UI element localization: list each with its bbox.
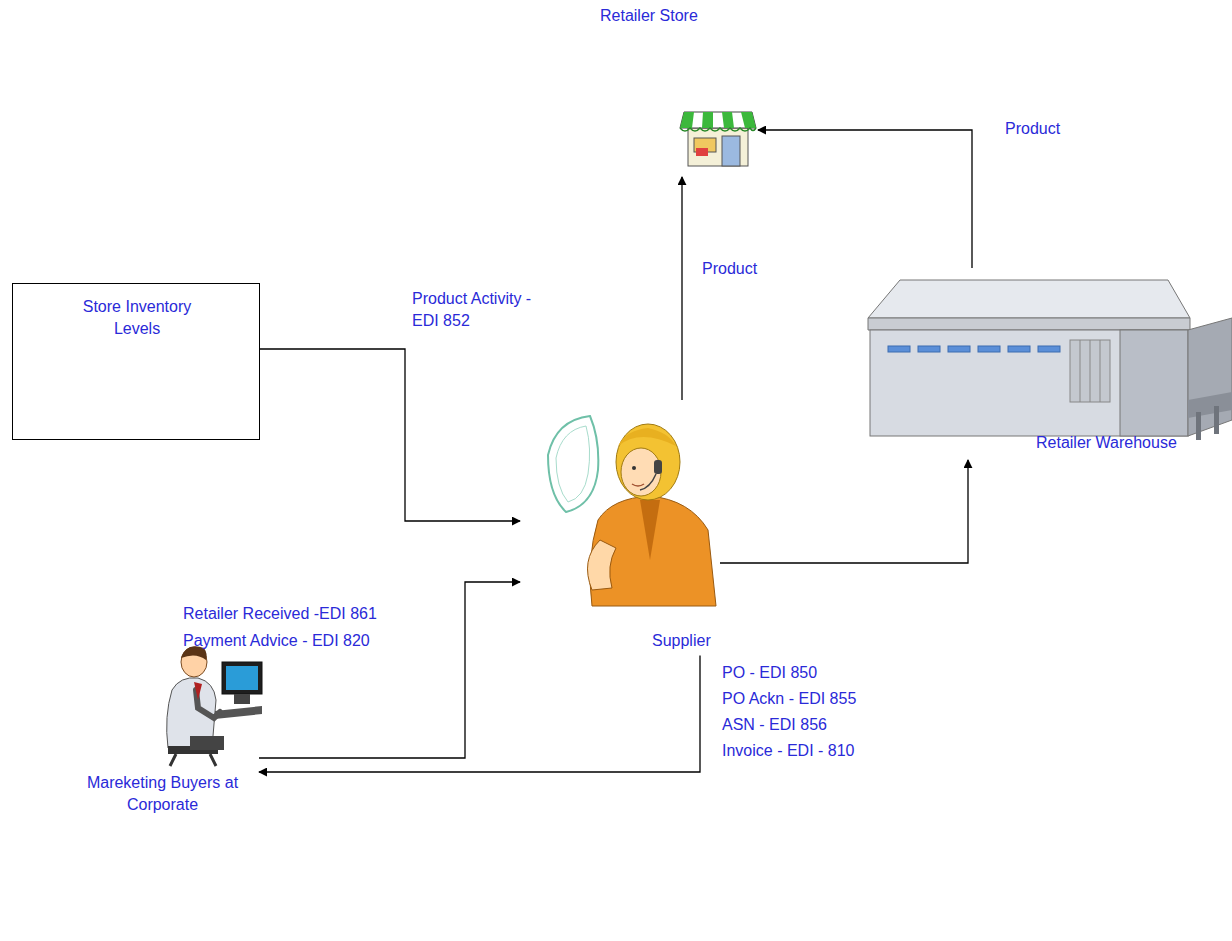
- flow-arrow: [260, 349, 520, 521]
- edi-label: PO - EDI 850: [722, 662, 817, 684]
- buyer-figure: [167, 646, 262, 766]
- edi-label: PO Ackn - EDI 855: [722, 688, 856, 710]
- buyers-node: Mareketing Buyers at Corporate: [70, 638, 259, 820]
- store-node: Retailer Store: [580, 5, 758, 177]
- warehouse-building: [868, 280, 1232, 440]
- warehouse-node: Retailer Warehouse: [860, 268, 1228, 460]
- node-label: Mareketing Buyers at Corporate: [70, 772, 255, 815]
- node-label: Supplier: [652, 630, 711, 652]
- node-label: Retailer Warehouse: [1036, 432, 1177, 454]
- edge-label: Product: [1003, 118, 1062, 140]
- edge-label: Product Activity - EDI 852: [410, 288, 562, 331]
- edi-label: Invoice - EDI - 810: [722, 740, 855, 762]
- flow-arrow: [758, 130, 972, 268]
- edi-label: Retailer Received -EDI 861: [183, 603, 377, 625]
- flow-arrow: [681, 177, 682, 400]
- edge-label: Product: [700, 258, 759, 280]
- edi-label: ASN - EDI 856: [722, 714, 827, 736]
- flow-arrow: [720, 460, 968, 563]
- flow-arrow: [259, 656, 700, 772]
- store-icon: [680, 112, 756, 166]
- inventory-box: Store Inventory Levels: [12, 283, 260, 440]
- node-label: Store Inventory Levels: [67, 296, 207, 339]
- supplier-figure: [548, 416, 716, 606]
- edi-label: Payment Advice - EDI 820: [183, 630, 370, 652]
- supplier-node: Supplier: [520, 400, 720, 656]
- node-label: Retailer Store: [600, 5, 698, 27]
